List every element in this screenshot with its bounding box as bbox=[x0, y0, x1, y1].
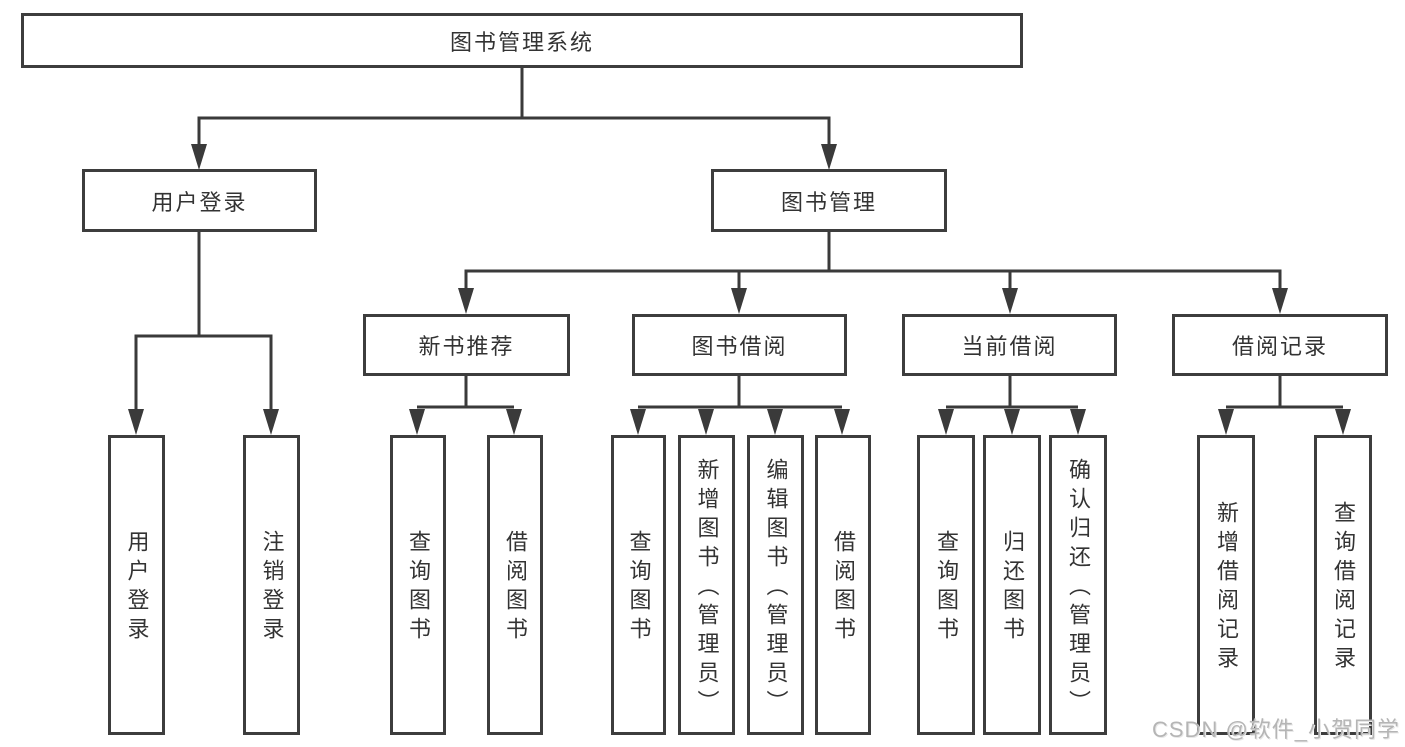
node-book-borrow: 图书借阅 bbox=[632, 314, 847, 376]
leaf-borrow-query-books: 查询图书 bbox=[611, 435, 666, 735]
node-root-library-system: 图书管理系统 bbox=[21, 13, 1023, 68]
leaf-newrec-query-books: 查询图书 bbox=[390, 435, 446, 735]
leaf-borrow-edit-books-admin: 编辑图书（管理员） bbox=[747, 435, 804, 735]
leaf-current-query-books: 查询图书 bbox=[917, 435, 975, 735]
node-book-management: 图书管理 bbox=[711, 169, 947, 232]
leaf-logout: 注销登录 bbox=[243, 435, 300, 735]
node-user-login: 用户登录 bbox=[82, 169, 317, 232]
leaf-current-confirm-return-admin: 确认归还（管理员） bbox=[1049, 435, 1107, 735]
leaf-borrow-borrow-books: 借阅图书 bbox=[815, 435, 871, 735]
leaf-newrec-borrow-books: 借阅图书 bbox=[487, 435, 543, 735]
leaf-borrow-add-books-admin: 新增图书（管理员） bbox=[678, 435, 735, 735]
leaf-current-return-books: 归还图书 bbox=[983, 435, 1041, 735]
node-current-borrow: 当前借阅 bbox=[902, 314, 1117, 376]
leaf-records-add-record: 新增借阅记录 bbox=[1197, 435, 1255, 735]
node-borrow-records: 借阅记录 bbox=[1172, 314, 1388, 376]
node-new-book-recommend: 新书推荐 bbox=[363, 314, 570, 376]
csdn-watermark: CSDN @软件_小贺同学 bbox=[1152, 717, 1401, 742]
leaf-records-query-record: 查询借阅记录 bbox=[1314, 435, 1372, 735]
leaf-user-login: 用户登录 bbox=[108, 435, 165, 735]
